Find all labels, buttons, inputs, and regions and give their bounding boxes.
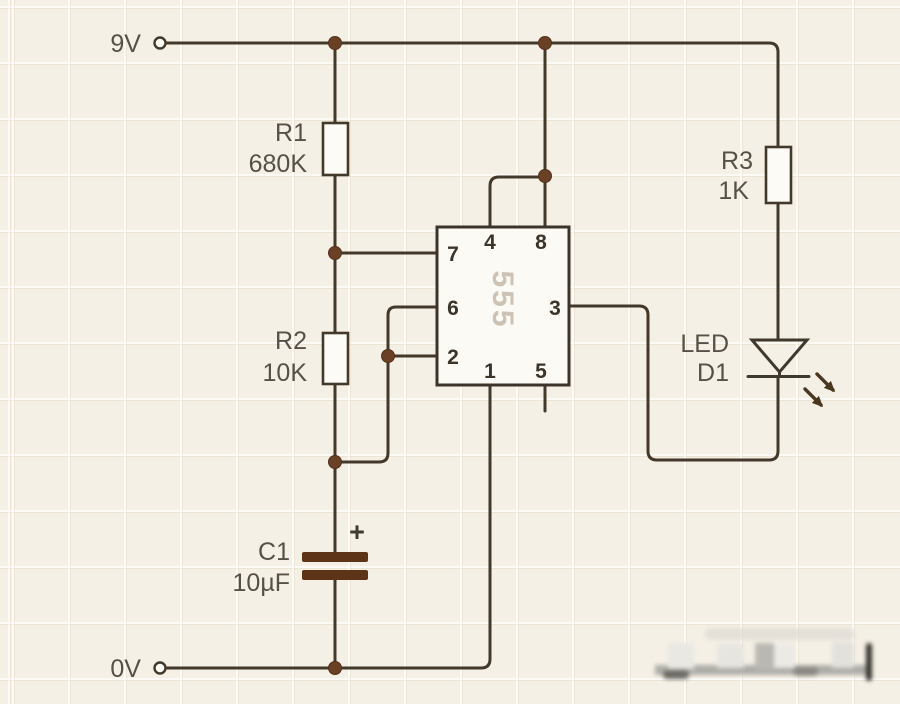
resistor-r2-body xyxy=(321,331,350,386)
watermark-block xyxy=(774,644,795,668)
pin-2-number: 2 xyxy=(447,346,459,369)
ic-555-label: 555 xyxy=(486,270,519,329)
led-d1-ref: D1 xyxy=(697,359,729,387)
watermark-block xyxy=(668,643,694,669)
watermark-block xyxy=(866,643,872,681)
wire-pin4 xyxy=(488,175,546,229)
pin-3-number: 3 xyxy=(549,297,561,320)
junction-dot xyxy=(328,246,342,260)
watermark-block xyxy=(663,670,689,679)
watermark-block xyxy=(755,643,774,670)
ic-555-body xyxy=(435,225,571,387)
wire-pin3-to-led xyxy=(567,304,780,462)
resistor-r3-body xyxy=(764,145,793,205)
junction-dot xyxy=(538,169,552,183)
capacitor-c1-polarity: + xyxy=(349,517,365,547)
led-type-label: LED xyxy=(680,330,729,358)
resistor-r2-value: 10K xyxy=(263,359,308,387)
resistor-r1-body xyxy=(321,121,350,177)
vcc-label: 9V xyxy=(110,30,141,58)
resistor-r1-ref: R1 xyxy=(275,119,307,147)
junction-dots-group xyxy=(328,36,552,675)
pin-7-number: 7 xyxy=(447,243,459,266)
resistor-r1-value: 680K xyxy=(249,150,308,178)
gnd-label: 0V xyxy=(110,655,141,683)
vcc-terminal xyxy=(153,36,167,50)
led-light-arrows xyxy=(803,372,836,408)
pin-1-number: 1 xyxy=(484,360,496,383)
blurred-watermark xyxy=(650,626,885,692)
pin-6-number: 6 xyxy=(447,297,459,320)
wire-vcc-rail xyxy=(164,41,780,149)
pin-4-number: 4 xyxy=(484,231,496,254)
pin-5-number: 5 xyxy=(535,360,547,383)
capacitor-c1-ref: C1 xyxy=(258,538,290,566)
junction-dot xyxy=(538,36,552,50)
wire-gnd-rail-pin1 xyxy=(164,383,492,670)
wire-pin6 xyxy=(334,305,439,464)
capacitor-c1-plates xyxy=(302,552,368,580)
junction-dot xyxy=(328,455,342,469)
watermark-block xyxy=(793,667,818,676)
junction-dot xyxy=(381,349,395,363)
watermark-block xyxy=(655,665,870,675)
led-d1-symbol xyxy=(746,338,811,378)
watermark-block xyxy=(717,644,744,668)
resistor-r2-ref: R2 xyxy=(275,327,307,355)
pin-8-number: 8 xyxy=(535,231,547,254)
junction-dot xyxy=(328,36,342,50)
gnd-terminal xyxy=(153,661,167,675)
watermark-block xyxy=(832,642,854,668)
capacitor-c1-value: 10µF xyxy=(233,569,290,597)
resistor-r3-value: 1K xyxy=(718,177,749,205)
junction-dot xyxy=(328,661,342,675)
watermark-smear xyxy=(705,628,855,640)
resistor-r3-ref: R3 xyxy=(721,147,753,175)
